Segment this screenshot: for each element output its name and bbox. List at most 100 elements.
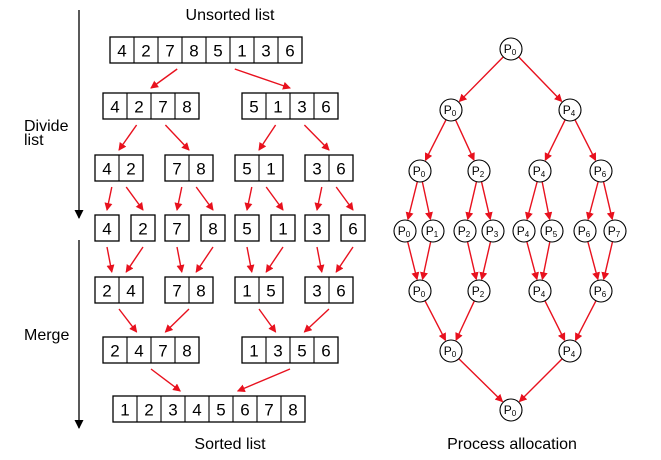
- process-node-circle: [589, 159, 613, 183]
- process-node-label: P0: [398, 224, 411, 239]
- process-prefix: P: [444, 103, 452, 117]
- process-node-label: P3: [486, 224, 499, 239]
- process-id: 5: [553, 230, 558, 239]
- divide-arrow-red: [195, 186, 214, 211]
- process-node-label: P2: [472, 164, 485, 179]
- process-prefix: P: [472, 164, 480, 178]
- process-node: P2: [467, 279, 491, 303]
- process-node-circle: [408, 159, 432, 183]
- list-group: 3: [304, 214, 330, 242]
- process-node-circle: [393, 219, 417, 243]
- process-id: 2: [480, 170, 485, 179]
- divide-arrow-red: [104, 186, 113, 211]
- list-cell-value: 5: [249, 98, 258, 117]
- divide-arrow-red: [258, 124, 277, 151]
- divide-arrow-red: [125, 186, 144, 211]
- process-node-circle: [439, 339, 463, 363]
- list-cell-value: 2: [110, 342, 119, 361]
- process-node-circle: [512, 219, 536, 243]
- divide-arrow-red: [174, 186, 183, 211]
- list-cell-value: 1: [249, 342, 258, 361]
- process-id: 0: [512, 48, 517, 57]
- process-node-circle: [540, 219, 564, 243]
- list-cell-value: 8: [196, 282, 205, 301]
- process-node: P0: [499, 37, 523, 61]
- process-node-label: P5: [545, 224, 558, 239]
- list-cell-value: 6: [336, 160, 345, 179]
- list-cell-value: 7: [158, 342, 167, 361]
- tree-edge: [480, 181, 493, 221]
- list-cell-value: 5: [242, 160, 251, 179]
- list-cell-value: 3: [312, 220, 321, 239]
- process-prefix: P: [578, 224, 586, 238]
- list-cell-value: 4: [117, 42, 126, 61]
- tree-edge: [525, 181, 538, 221]
- list-cell-value: 7: [172, 282, 181, 301]
- process-node: P0: [499, 398, 523, 422]
- list-cell-value: 8: [189, 42, 198, 61]
- process-node: P0: [408, 279, 432, 303]
- tree-edge: [574, 300, 597, 342]
- process-node: P4: [558, 98, 582, 122]
- process-prefix: P: [504, 42, 512, 56]
- list-cell-value: 8: [182, 342, 191, 361]
- merge-arrow-red: [150, 368, 181, 392]
- list-cell-value: 5: [216, 401, 225, 420]
- tree-edge: [479, 241, 492, 281]
- process-node-label: P2: [472, 284, 485, 299]
- list-cell-value: 4: [192, 401, 201, 420]
- divide-label: Divide: [24, 118, 69, 135]
- process-node-label: P4: [533, 164, 546, 179]
- process-node-circle: [499, 37, 523, 61]
- divide-label-list: list: [24, 132, 44, 149]
- process-node: P4: [528, 159, 552, 183]
- process-node: P4: [512, 219, 536, 243]
- tree-edge: [541, 181, 553, 221]
- process-id: 6: [602, 170, 607, 179]
- process-prefix: P: [504, 403, 512, 417]
- list-cell-value: 6: [336, 282, 345, 301]
- list-cell-value: 8: [196, 160, 205, 179]
- list-cell-value: 2: [126, 160, 135, 179]
- process-node: P6: [573, 219, 597, 243]
- divide-arrow-red: [234, 68, 291, 90]
- tree-edge: [424, 119, 447, 162]
- list-cell-value: 6: [321, 98, 330, 117]
- tree-edge: [586, 181, 599, 221]
- list-arrows: [104, 68, 354, 392]
- process-node-circle: [528, 159, 552, 183]
- divide-arrow-red: [244, 186, 253, 211]
- merge-arrow-red: [316, 246, 325, 273]
- list-box: [270, 214, 296, 242]
- process-node: P7: [603, 219, 627, 243]
- process-node-circle: [439, 98, 463, 122]
- list-cell-value: 2: [138, 220, 147, 239]
- list-cell-value: 8: [208, 220, 217, 239]
- process-node: P5: [540, 219, 564, 243]
- process-node-label: P4: [533, 284, 546, 299]
- process-node-label: P0: [504, 403, 517, 418]
- list-group: 8: [200, 214, 226, 242]
- process-prefix: P: [563, 103, 571, 117]
- process-prefix: P: [594, 284, 602, 298]
- tree-edge: [544, 119, 566, 162]
- merge-arrow-red: [236, 368, 291, 392]
- process-node: P6: [589, 159, 613, 183]
- process-id: 6: [602, 290, 607, 299]
- process-node-circle: [589, 279, 613, 303]
- process-node-circle: [467, 159, 491, 183]
- list-box: [234, 214, 260, 242]
- tree-edge: [421, 181, 433, 221]
- process-allocation-title: Process allocation: [447, 436, 577, 453]
- process-prefix: P: [413, 284, 421, 298]
